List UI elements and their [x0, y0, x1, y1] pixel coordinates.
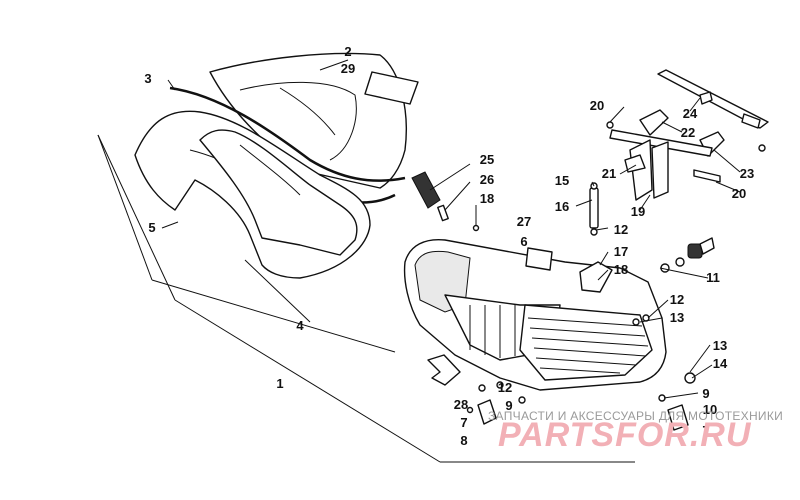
callout-label: 12 [670, 292, 684, 307]
callout-label: 29 [341, 61, 355, 76]
callout-label: 9 [505, 398, 512, 413]
callout-label: 3 [144, 71, 151, 86]
callout-label: 23 [740, 166, 754, 181]
callout-label: 28 [454, 397, 468, 412]
callout-label: 9 [702, 386, 709, 401]
callout-label: 17 [614, 244, 628, 259]
callout-label: 13 [670, 310, 684, 325]
callout-label: 7 [702, 423, 709, 438]
watermark-caption: ЗАПЧАСТИ И АКСЕССУАРЫ ДЛЯ МОТОТЕХНИКИ [488, 409, 783, 423]
callout-label: 19 [631, 204, 645, 219]
box-grille [527, 317, 649, 374]
callout-label: 27 [517, 214, 531, 229]
lock-assembly-part [660, 237, 715, 273]
storage-box-part [403, 238, 667, 391]
callout-label: 2 [344, 44, 351, 59]
callout-label: 20 [590, 98, 604, 113]
callout-label: 20 [732, 186, 746, 201]
mounting-bracket-part [657, 69, 769, 129]
callout-label: 18 [480, 191, 494, 206]
callout-label: 21 [602, 166, 616, 181]
decal-part [525, 247, 553, 271]
lower-bracket-part [427, 354, 689, 431]
watermark-brand: PARTSFOR.RU [498, 416, 752, 454]
callout-label: 14 [713, 356, 728, 371]
callout-label: 13 [713, 338, 727, 353]
callout-label: 25 [480, 152, 494, 167]
latch-part [411, 171, 449, 222]
callout-label: 8 [460, 433, 467, 448]
callout-label: 12 [498, 380, 512, 395]
callout-label: 4 [296, 318, 304, 333]
callout-label: 26 [480, 172, 494, 187]
callout-label: 12 [614, 222, 628, 237]
watermark: ЗАПЧАСТИ И АКСЕССУАРЫ ДЛЯ МОТОТЕХНИКИ PA… [488, 409, 783, 454]
callout-numbers: 2 29 3 5 4 1 25 26 18 27 6 15 16 12 17 1… [144, 44, 754, 448]
callout-label: 1 [276, 376, 283, 391]
label-part [364, 71, 419, 105]
callout-label: 5 [148, 220, 155, 235]
callout-label: 22 [681, 125, 695, 140]
leader-lines [97, 59, 741, 463]
callout-label: 10 [703, 402, 717, 417]
support-frame-part [609, 109, 725, 201]
callout-label: 7 [460, 415, 467, 430]
callout-label: 18 [614, 262, 628, 277]
callout-label: 24 [683, 106, 698, 121]
callout-label: 11 [706, 270, 720, 285]
inner-liner-part [199, 129, 358, 256]
hinge-rod-part [589, 182, 599, 236]
callout-label: 16 [555, 199, 569, 214]
callout-label: 6 [520, 234, 527, 249]
screw-part [472, 205, 480, 232]
hinge-bracket-part [579, 261, 613, 293]
callout-label: 15 [555, 173, 569, 188]
